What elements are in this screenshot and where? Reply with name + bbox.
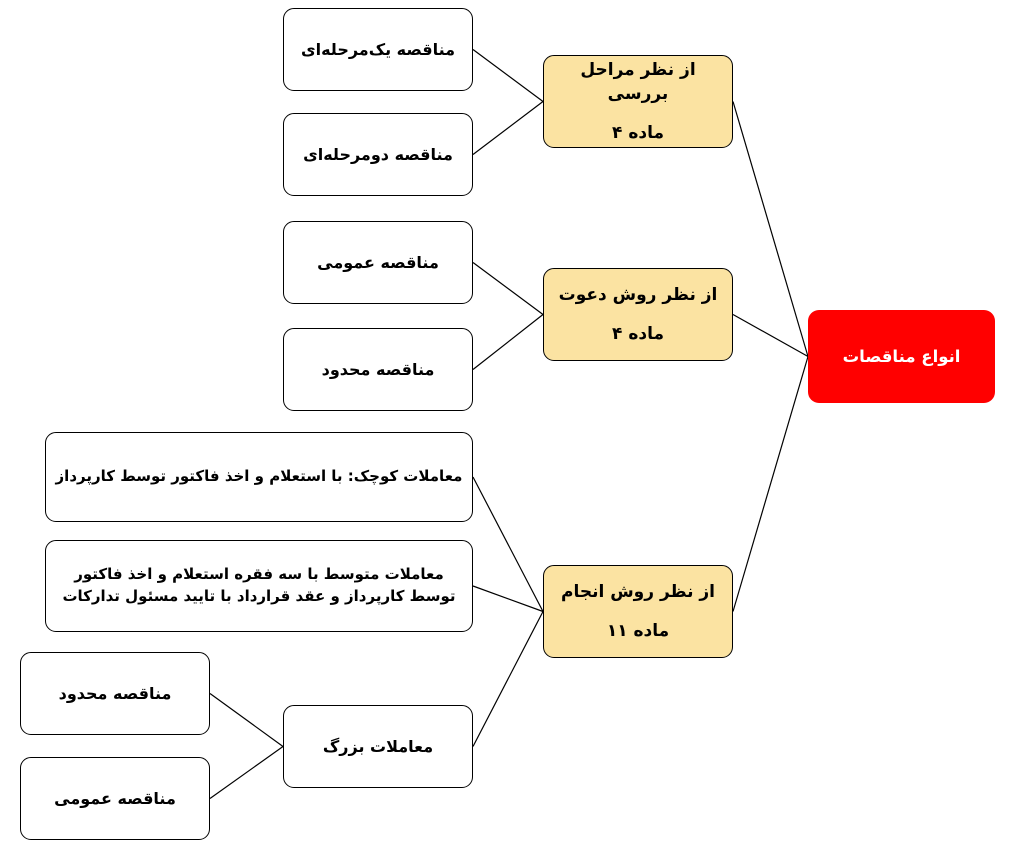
edge-method-large xyxy=(472,611,544,747)
node-tender-types-root: انواع مناقصات xyxy=(808,310,995,403)
node-category-invitation-method: از نظر روش دعوت ماده ۴ xyxy=(543,268,733,361)
node-label: مناقصه یک‌مرحله‌ای xyxy=(300,39,456,59)
node-category-execution-method: از نظر روش انجام ماده ۱۱ xyxy=(543,565,733,658)
node-large-transactions: معاملات بزرگ xyxy=(283,705,473,788)
node-label: معاملات بزرگ xyxy=(322,736,434,756)
category-title: از نظر روش انجام xyxy=(561,581,716,602)
node-label: معاملات متوسط با سه فقره استعلام و اخذ ف… xyxy=(62,565,456,605)
edge-large-public xyxy=(209,746,284,799)
edge-method-small xyxy=(472,476,544,612)
node-large-limited-tender: مناقصه محدود xyxy=(20,652,210,735)
category-article: ماده ۴ xyxy=(612,122,664,143)
edge-root-cat-review xyxy=(732,101,809,357)
node-public-tender: مناقصه عمومی xyxy=(283,221,473,304)
edge-review-two xyxy=(472,101,544,155)
edge-method-medium xyxy=(472,585,544,613)
root-label: انواع مناقصات xyxy=(842,346,961,366)
edge-root-cat-method xyxy=(732,356,809,612)
node-single-stage-tender: مناقصه یک‌مرحله‌ای xyxy=(283,8,473,91)
node-medium-transactions: معاملات متوسط با سه فقره استعلام و اخذ ف… xyxy=(45,540,473,632)
edge-large-limited xyxy=(209,693,284,747)
node-label: مناقصه عمومی xyxy=(317,252,439,272)
node-category-review-stages: از نظر مراحل بررسی ماده ۴ xyxy=(543,55,733,148)
category-article: ماده ۱۱ xyxy=(606,620,670,641)
category-title: از نظر مراحل بررسی xyxy=(580,59,696,105)
node-large-public-tender: مناقصه عمومی xyxy=(20,757,210,840)
edge-invite-limited xyxy=(472,314,544,370)
edge-review-single xyxy=(472,49,544,102)
category-article: ماده ۴ xyxy=(612,323,664,344)
node-label: مناقصه محدود xyxy=(321,359,435,379)
node-limited-tender: مناقصه محدود xyxy=(283,328,473,411)
edge-invite-public xyxy=(472,262,544,315)
category-title: از نظر روش دعوت xyxy=(558,284,718,305)
node-label: معاملات کوچک: با استعلام و اخذ فاکتور تو… xyxy=(55,467,463,486)
node-label: مناقصه محدود xyxy=(58,683,172,703)
node-two-stage-tender: مناقصه دومرحله‌ای xyxy=(283,113,473,196)
node-label: مناقصه دومرحله‌ای xyxy=(303,144,453,164)
node-small-transactions: معاملات کوچک: با استعلام و اخذ فاکتور تو… xyxy=(45,432,473,522)
edge-root-cat-invite xyxy=(732,313,809,358)
node-label: مناقصه عمومی xyxy=(54,788,176,808)
